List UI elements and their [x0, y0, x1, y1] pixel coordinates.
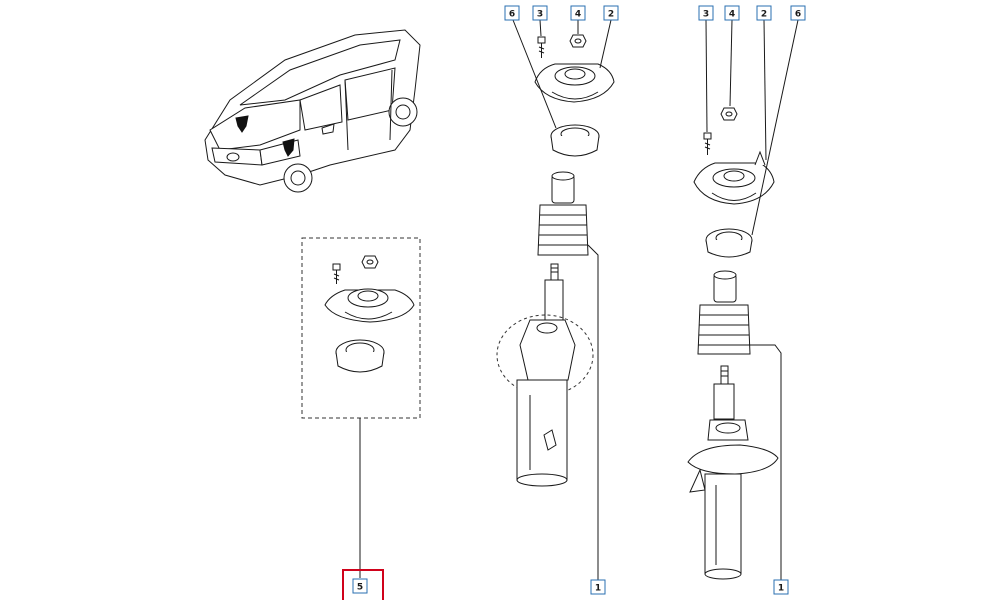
callout-right-2[interactable]: 2	[756, 5, 772, 21]
center-nut	[569, 34, 587, 48]
car-illustration	[204, 29, 421, 193]
svg-text:2: 2	[761, 10, 767, 20]
center-strut	[496, 263, 594, 487]
svg-text:1: 1	[778, 584, 784, 594]
right-bearing	[705, 228, 753, 258]
center-top-mount	[534, 63, 615, 103]
right-top-mount	[693, 150, 775, 205]
callout-center-2[interactable]: 2	[603, 5, 619, 21]
center-leader-1	[587, 244, 599, 580]
callout-right-6[interactable]: 6	[790, 5, 806, 21]
right-strut	[687, 365, 779, 580]
right-leader-6	[751, 19, 799, 236]
callout-right-4[interactable]: 4	[724, 5, 740, 21]
center-assembly	[496, 19, 615, 580]
kit-bolt	[332, 263, 341, 284]
center-leader-3	[539, 19, 542, 37]
callout-right-1[interactable]: 1	[773, 579, 789, 595]
right-dust-boot	[697, 270, 751, 355]
right-assembly	[687, 19, 799, 580]
svg-text:1: 1	[595, 584, 601, 594]
callout-center-3[interactable]: 3	[532, 5, 548, 21]
right-nut	[720, 107, 738, 121]
kit-nut	[361, 255, 379, 269]
svg-text:6: 6	[509, 10, 515, 20]
callout-center-1[interactable]: 1	[590, 579, 606, 595]
center-bearing	[550, 124, 600, 157]
center-bolt	[537, 36, 546, 58]
center-leader-2	[599, 19, 612, 69]
svg-text:4: 4	[729, 10, 735, 20]
right-leader-4	[729, 19, 733, 107]
right-bolt	[703, 132, 712, 155]
center-dust-boot	[537, 171, 589, 256]
kit-top-mount	[324, 288, 415, 323]
svg-text:3: 3	[703, 10, 709, 20]
svg-text:5: 5	[357, 583, 363, 593]
callout-center-4[interactable]: 4	[570, 5, 586, 21]
callout-right-3[interactable]: 3	[698, 5, 714, 21]
right-leader-3	[705, 19, 708, 133]
svg-text:6: 6	[795, 10, 801, 20]
callout-kit-5[interactable]: 5	[342, 569, 384, 600]
svg-text:3: 3	[537, 10, 543, 20]
kit-bearing	[335, 339, 385, 373]
svg-text:4: 4	[575, 10, 581, 20]
svg-text:2: 2	[608, 10, 614, 20]
selection-highlight	[342, 569, 384, 600]
right-leader-1	[750, 344, 782, 580]
center-leader-6	[512, 19, 557, 129]
right-leader-2	[763, 19, 767, 161]
kit-box	[301, 237, 421, 578]
callout-center-6[interactable]: 6	[504, 5, 520, 21]
